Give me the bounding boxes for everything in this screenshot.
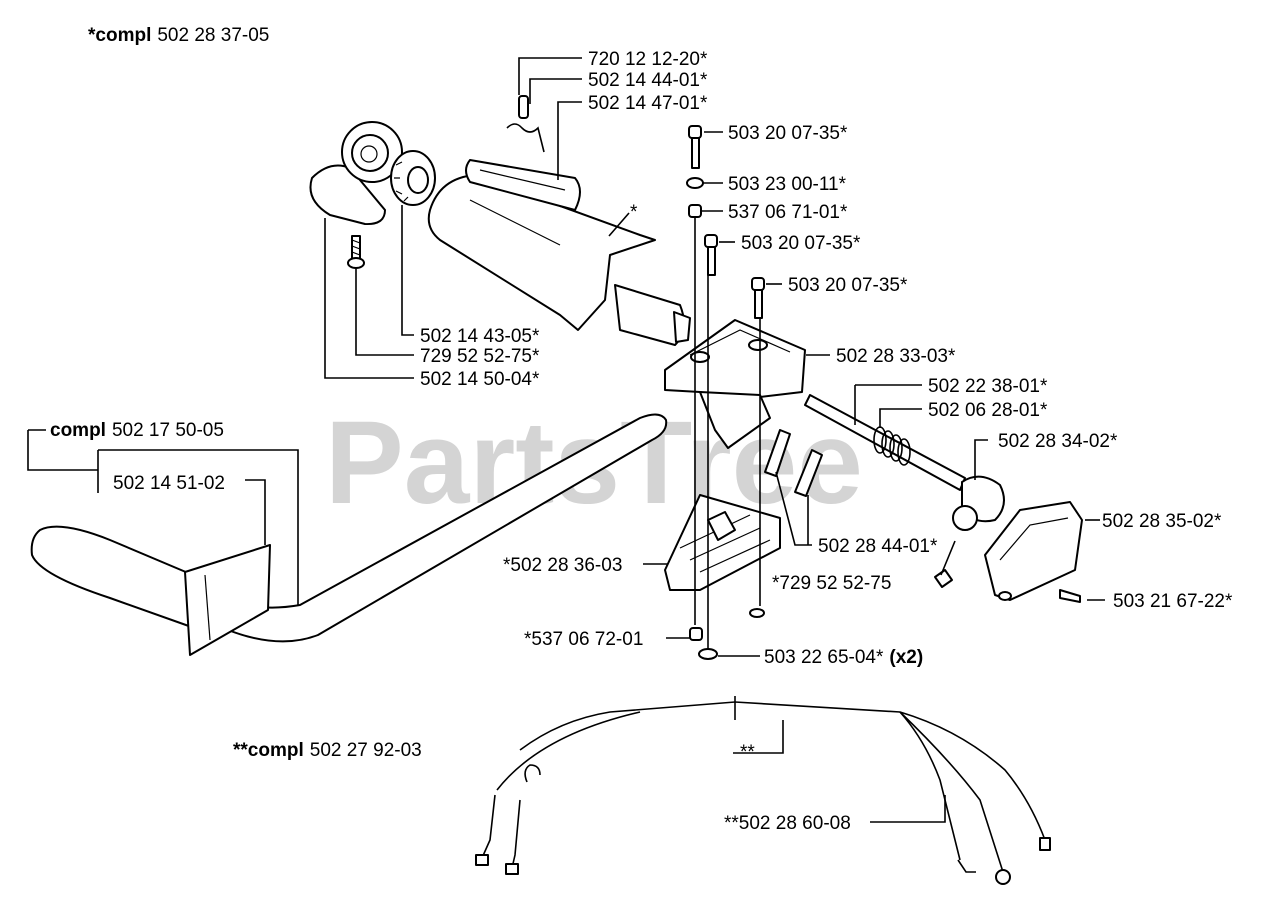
part-labels: 720 12 12-20* 502 14 44-01* 502 14 47-01… xyxy=(113,49,1233,834)
tube-compl-number: 502 17 50-05 xyxy=(112,420,224,441)
part-label: 502 28 44-01* xyxy=(818,536,938,557)
part-label: 503 20 07-35* xyxy=(741,233,861,254)
part-label: 537 06 71-01* xyxy=(728,202,848,223)
handle-tube-drawing xyxy=(30,413,668,656)
trigger-lever-drawing xyxy=(465,159,581,211)
part-label: 502 22 38-01* xyxy=(928,376,1048,397)
part-label: 729 52 52-75* xyxy=(420,346,540,367)
cable-compl-number: 502 27 92-03 xyxy=(310,740,422,761)
tube-compl-prefix: compl xyxy=(50,420,106,441)
clips-drawing xyxy=(764,429,823,497)
leader-lines xyxy=(27,57,1105,823)
clamp-bracket-drawing xyxy=(664,319,806,449)
part-label: 502 14 51-02 xyxy=(113,473,225,494)
part-qty: (x2) xyxy=(889,647,923,668)
shaft-spring-drawing xyxy=(804,394,1005,531)
part-label: 502 14 50-04* xyxy=(420,369,540,390)
part-label: 503 23 00-11* xyxy=(728,174,847,195)
part-label: 502 28 33-03* xyxy=(836,346,956,367)
cable-compl-prefix: **compl xyxy=(233,740,304,761)
lower-clamp-drawing xyxy=(664,494,781,591)
svg-text:503 22 65-04*(x2): 503 22 65-04*(x2) xyxy=(764,647,923,668)
handle-compl-prefix: *compl xyxy=(88,25,151,46)
handle-compl-number: 502 28 37-05 xyxy=(157,25,269,46)
part-label: 502 14 47-01* xyxy=(588,93,708,114)
part-label: *537 06 72-01 xyxy=(524,629,643,650)
part-label: ** xyxy=(740,742,755,763)
part-label: 503 20 07-35* xyxy=(728,123,848,144)
gear-drawing xyxy=(390,150,436,206)
part-label: * xyxy=(630,202,638,223)
screw-drawing xyxy=(347,235,365,269)
part-label: 502 06 28-01* xyxy=(928,400,1048,421)
part-label: **502 28 60-08 xyxy=(724,813,851,834)
end-cap-drawing xyxy=(309,121,403,226)
cover-plate-drawing xyxy=(984,501,1083,601)
part-label: 502 28 34-02* xyxy=(998,431,1118,452)
pin-spring-drawing xyxy=(506,95,545,153)
part-label: 502 14 44-01* xyxy=(588,70,708,91)
part-label: 502 28 35-02* xyxy=(1102,511,1222,532)
fasteners-drawing xyxy=(686,125,1081,660)
assembly-labels: *compl 502 28 37-05 compl 502 17 50-05 **c… xyxy=(50,25,422,761)
part-label: 502 14 43-05* xyxy=(420,326,540,347)
part-label: 503 20 07-35* xyxy=(788,275,908,296)
part-label: 503 22 65-04* xyxy=(764,647,884,668)
part-label: 720 12 12-20* xyxy=(588,49,708,70)
part-label: *729 52 52-75 xyxy=(772,573,891,594)
throttle-housing-drawing xyxy=(427,174,691,346)
part-label: 503 21 67-22* xyxy=(1113,591,1233,612)
part-label: *502 28 36-03 xyxy=(503,555,622,576)
cable-harness-drawing xyxy=(475,696,1051,885)
